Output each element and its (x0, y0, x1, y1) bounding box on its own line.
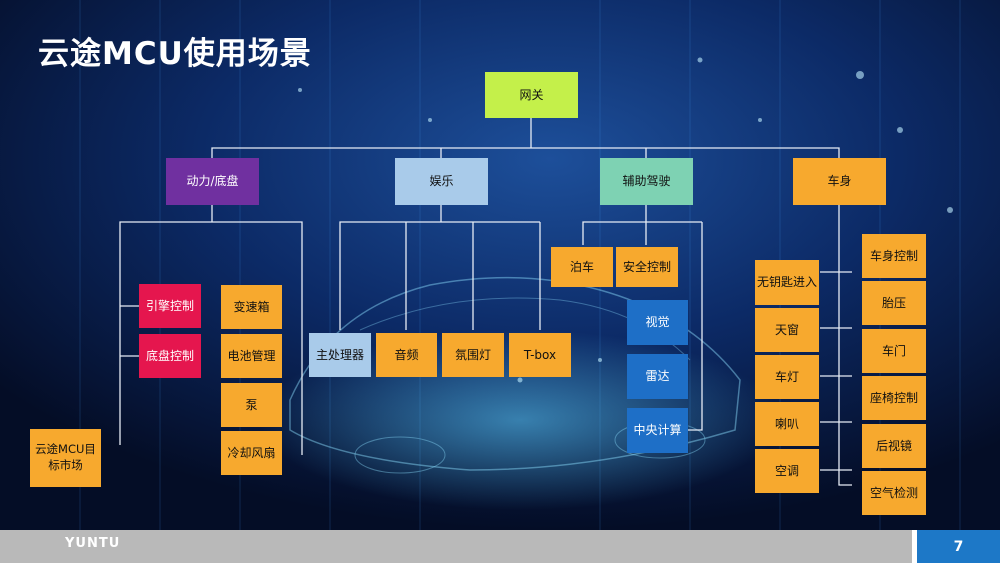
category-adas: 辅助驾驶 (600, 158, 693, 205)
node-air-conditioning: 空调 (755, 449, 819, 493)
node-seat-control: 座椅控制 (862, 376, 926, 420)
legend-target-market: 云途MCU目标市场 (30, 429, 101, 487)
gateway-node: 网关 (485, 72, 578, 118)
node-keyless-entry: 无钥匙进入 (755, 260, 819, 305)
node-tbox: T-box (509, 333, 571, 377)
category-body: 车身 (793, 158, 886, 205)
node-central-compute: 中央计算 (627, 408, 688, 453)
node-sunroof: 天窗 (755, 308, 819, 352)
node-radar: 雷达 (627, 354, 688, 399)
node-cooling-fan: 冷却风扇 (221, 431, 282, 475)
category-powertrain-chassis: 动力/底盘 (166, 158, 259, 205)
node-parking: 泊车 (551, 247, 613, 287)
node-main-processor: 主处理器 (309, 333, 371, 377)
connector-lines (119, 118, 852, 486)
category-infotainment: 娱乐 (395, 158, 488, 205)
footer-bar (0, 530, 1000, 563)
page-title: 云途MCU使用场景 (38, 36, 312, 72)
node-vision: 视觉 (627, 300, 688, 345)
node-audio: 音频 (376, 333, 437, 377)
node-transmission: 变速箱 (221, 285, 282, 329)
footer-brand: YUNTU (65, 536, 121, 551)
node-horn: 喇叭 (755, 402, 819, 446)
node-battery-management: 电池管理 (221, 334, 282, 378)
node-air-quality: 空气检测 (862, 471, 926, 515)
node-body-control: 车身控制 (862, 234, 926, 278)
node-engine-control: 引擎控制 (139, 284, 201, 328)
node-rearview-mirror: 后视镜 (862, 424, 926, 468)
node-door: 车门 (862, 329, 926, 373)
node-tire-pressure: 胎压 (862, 281, 926, 325)
footer-separator (912, 530, 917, 563)
node-car-lights: 车灯 (755, 355, 819, 399)
node-ambient-light: 氛围灯 (442, 333, 504, 377)
node-chassis-control: 底盘控制 (139, 334, 201, 378)
node-safety-control: 安全控制 (616, 247, 678, 287)
node-pump: 泵 (221, 383, 282, 427)
page-number: 7 (917, 530, 1000, 563)
